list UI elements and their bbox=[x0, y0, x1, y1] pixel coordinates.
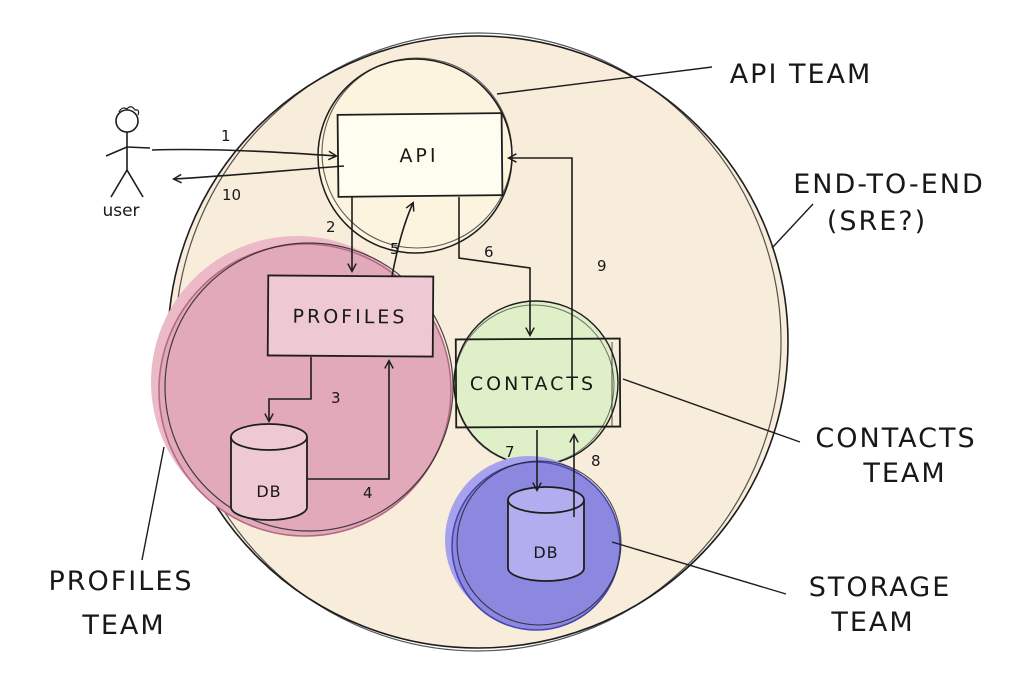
storage-db-body bbox=[507, 500, 585, 582]
arrow-4-db-to-profiles: 4 bbox=[307, 358, 394, 502]
api-team-circle-sketch bbox=[321, 57, 513, 249]
arrow-8-db-to-contacts: 8 bbox=[569, 432, 601, 517]
callout-line-storage-team bbox=[611, 541, 787, 595]
arrow-3-number: 3 bbox=[331, 389, 341, 407]
arrow-7-contacts-to-db: 7 bbox=[505, 430, 542, 493]
user-figure: user bbox=[102, 106, 151, 221]
arrow-1-number: 1 bbox=[221, 127, 231, 145]
user-right-arm bbox=[126, 146, 151, 149]
storage-db-top bbox=[507, 486, 585, 514]
callout-line-end-to-end bbox=[771, 203, 814, 249]
arrow-2-number: 2 bbox=[326, 218, 336, 236]
label-api-team: API TEAM bbox=[730, 59, 873, 90]
team-labels: API TEAM END-TO-END (SRE?) CONTACTS TEAM… bbox=[48, 59, 985, 641]
profiles-db-top bbox=[230, 423, 308, 451]
user-head bbox=[115, 109, 139, 133]
profiles-node: PROFILES bbox=[266, 274, 435, 358]
arrow-8-number: 8 bbox=[591, 452, 601, 470]
arrow-6-number: 6 bbox=[484, 243, 494, 261]
label-storage-team-line2: TEAM bbox=[830, 607, 914, 638]
label-contacts-team-line2: TEAM bbox=[862, 458, 946, 489]
user-label: user bbox=[102, 201, 139, 221]
label-end-to-end-line1: END-TO-END bbox=[793, 169, 985, 200]
label-storage-team-line1: STORAGE bbox=[809, 572, 952, 603]
arrow-9-number: 9 bbox=[597, 257, 607, 275]
callout-lines bbox=[141, 66, 814, 595]
arrow-7-number: 7 bbox=[505, 443, 515, 461]
storage-db-label: DB bbox=[533, 543, 558, 562]
profiles-label: PROFILES bbox=[293, 306, 408, 329]
api-node: API bbox=[336, 112, 504, 198]
callout-line-contacts-team bbox=[622, 378, 801, 443]
profiles-db-body bbox=[230, 437, 308, 521]
profiles-db-cylinder: DB bbox=[230, 423, 308, 521]
storage-team-circle-sketch bbox=[456, 460, 622, 626]
label-contacts-team-line1: CONTACTS bbox=[815, 423, 976, 454]
arrow-3-profiles-to-db: 3 bbox=[264, 357, 341, 424]
user-right-leg bbox=[126, 169, 144, 198]
arrow-4-number: 4 bbox=[363, 484, 373, 502]
arrow-1-user-to-api: 1 bbox=[151, 127, 339, 161]
callout-line-api-team bbox=[496, 66, 713, 95]
label-profiles-team-line2: TEAM bbox=[81, 610, 165, 641]
contacts-node: CONTACTS bbox=[454, 337, 622, 429]
profiles-team-circle-sketch bbox=[164, 242, 454, 532]
arrow-9-contacts-to-api: 9 bbox=[506, 153, 607, 390]
api-label: API bbox=[399, 145, 438, 167]
arrow-10-number: 10 bbox=[222, 186, 241, 204]
label-end-to-end-line2: (SRE?) bbox=[827, 206, 927, 237]
label-profiles-team-line1: PROFILES bbox=[48, 566, 193, 597]
storage-db-cylinder: DB bbox=[507, 486, 585, 582]
user-left-leg bbox=[110, 169, 128, 198]
arrow-6-api-to-contacts: 6 bbox=[458, 197, 535, 338]
user-hair bbox=[118, 106, 140, 116]
callout-line-profiles-team bbox=[141, 446, 165, 561]
contacts-label: CONTACTS bbox=[470, 373, 596, 395]
profiles-box bbox=[266, 274, 435, 358]
contacts-box bbox=[454, 337, 622, 429]
user-left-arm bbox=[105, 146, 128, 157]
profiles-db-label: DB bbox=[256, 482, 281, 501]
flow-arrows: 1 10 2 5 6 9 3 4 bbox=[151, 127, 607, 517]
arrow-2-api-to-profiles: 2 bbox=[326, 197, 357, 274]
arrow-5-profiles-to-api: 5 bbox=[390, 201, 415, 277]
arrow-5-number: 5 bbox=[390, 240, 400, 258]
arrow-10-api-to-user: 10 bbox=[171, 165, 345, 204]
